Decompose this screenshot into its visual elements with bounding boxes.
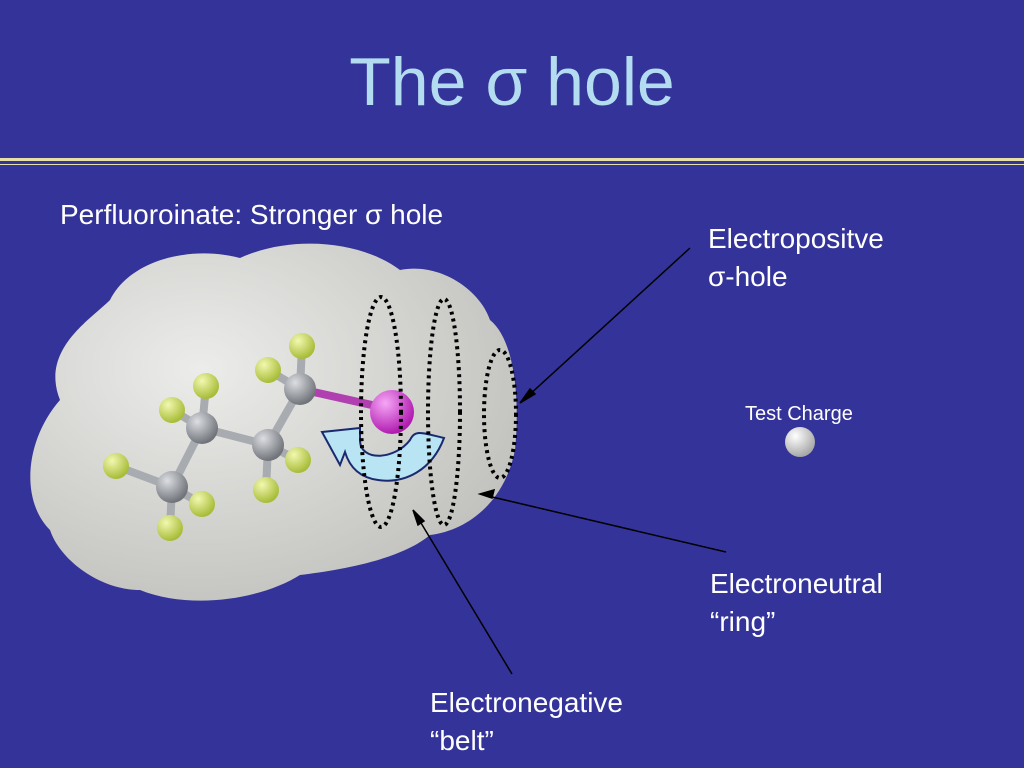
electroneutral-label-line1: Electroneutral: [710, 568, 883, 599]
electron-density-surface: [30, 243, 517, 601]
electronegative-label-line1: Electronegative: [430, 687, 624, 718]
fluorine-atoms: [103, 333, 315, 541]
pointer-lines: [412, 247, 727, 675]
molecule-caption: Perfluoroinate: Stronger σ hole: [60, 199, 444, 230]
carbon-atoms: [156, 373, 316, 503]
electronegative-belt-ellipse: [359, 295, 403, 529]
test-charge-sphere: [785, 427, 815, 457]
title-divider-thick: [0, 158, 1024, 161]
iodine-atom: [370, 390, 414, 434]
title-divider-thin: [0, 164, 1024, 165]
rotation-arrow: [320, 426, 446, 482]
electroneutral-ring-ellipse: [426, 297, 462, 527]
sigma-hole-ellipse: [482, 348, 518, 480]
dotted-regions: [359, 295, 518, 529]
slide-title: The σ hole: [349, 44, 675, 120]
electronegative-label-line2: “belt”: [430, 725, 494, 756]
test-charge-label: Test Charge: [745, 403, 853, 425]
electropositive-label-line2: σ-hole: [708, 261, 788, 292]
electropositive-label-line1: Electropositve: [708, 223, 884, 254]
electroneutral-label-line2: “ring”: [710, 606, 776, 637]
